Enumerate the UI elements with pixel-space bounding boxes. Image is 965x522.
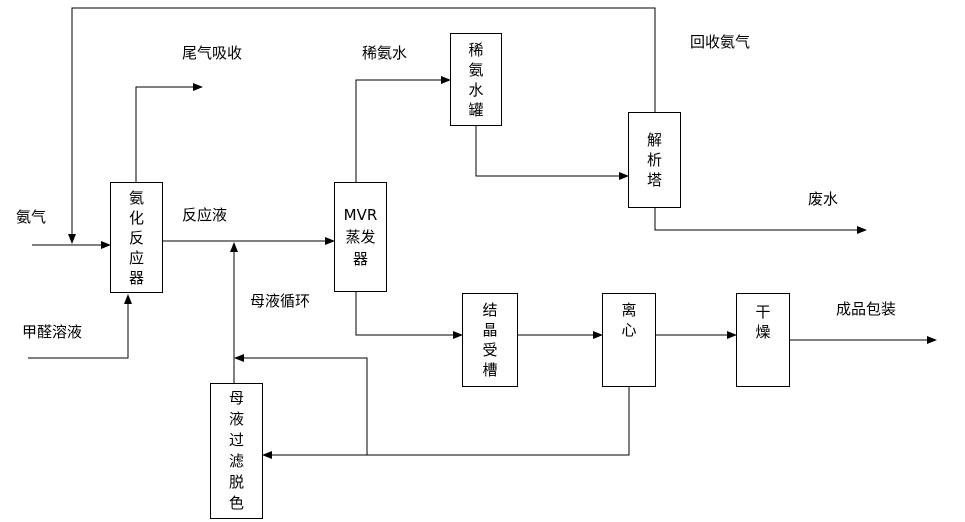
unit-mvr-evaporator: MVR蒸发器	[334, 182, 387, 292]
label-mother-liquor-cycle: 母液循环	[250, 292, 311, 310]
unit-ammoniation-reactor: 氨化反应器	[110, 182, 163, 293]
label-tail-gas: 尾气吸收	[182, 44, 243, 62]
label-dilute-ammonia-water: 稀氨水	[362, 44, 408, 62]
line-tail-gas	[135, 83, 203, 182]
unit-dilute-ammonia-tank: 稀氨水罐	[450, 33, 502, 126]
label-formaldehyde: 甲醛溶液	[22, 323, 83, 341]
line-filter-return	[234, 354, 368, 455]
unit-centrifuge: 离心	[602, 293, 656, 387]
label-wastewater: 废水	[808, 190, 839, 208]
line-mvr-to-dilute	[355, 76, 451, 182]
unit-mother-liquor-filter: 母液过滤脱色	[210, 383, 263, 519]
unit-dryer: 干燥	[736, 293, 790, 387]
line-dilute-to-tower	[475, 126, 629, 180]
line-recovered-ammonia	[68, 7, 656, 244]
label-ammonia-gas: 氨气	[16, 208, 47, 226]
line-mvr-to-crystal	[355, 292, 463, 339]
label-finished-packaging: 成品包装	[836, 300, 897, 318]
line-formaldehyde-feed	[28, 294, 132, 359]
line-centrifuge-to-filter	[262, 387, 630, 459]
unit-desorption-tower: 解析塔	[628, 112, 681, 208]
label-reaction-liquid: 反应液	[182, 206, 228, 224]
label-recovered-ammonia: 回收氨气	[690, 33, 751, 51]
line-wastewater	[654, 208, 867, 234]
unit-crystal-receiving-tank: 结晶受槽	[462, 293, 518, 387]
